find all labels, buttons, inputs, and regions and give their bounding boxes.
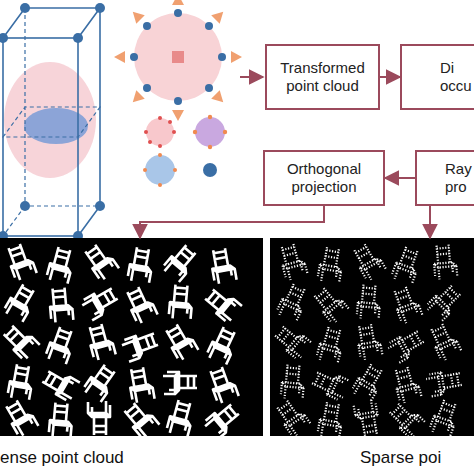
sampling-sphere [114, 0, 242, 121]
process-box: Ray pro [415, 150, 474, 206]
box-label: Ray pro [445, 160, 474, 196]
flow-arrow [140, 206, 324, 238]
flow-arrow [429, 206, 431, 238]
process-box: Transformed point cloud [265, 44, 380, 110]
sparse-chairs [273, 241, 465, 439]
box-label: Orthogonal projection [269, 160, 379, 196]
small-spheres [143, 115, 227, 187]
panel-caption: Sparse poi [360, 448, 441, 468]
box-label: Transformed point cloud [273, 59, 373, 95]
flow-arrow [385, 177, 415, 179]
image-panel: ense point cloud [0, 238, 263, 436]
bounding-cube [0, 3, 105, 241]
image-panel: Sparse poi [270, 238, 474, 436]
flow-arrow [240, 76, 263, 78]
box-label: Di occu [440, 59, 474, 95]
dense-chairs [1, 241, 243, 440]
process-box: Orthogonal projection [263, 150, 385, 206]
process-box: Di occu [400, 44, 474, 110]
panel-caption: ense point cloud [0, 448, 124, 468]
image-panel [270, 238, 474, 436]
image-panel [0, 238, 263, 436]
flow-arrow [380, 76, 400, 78]
